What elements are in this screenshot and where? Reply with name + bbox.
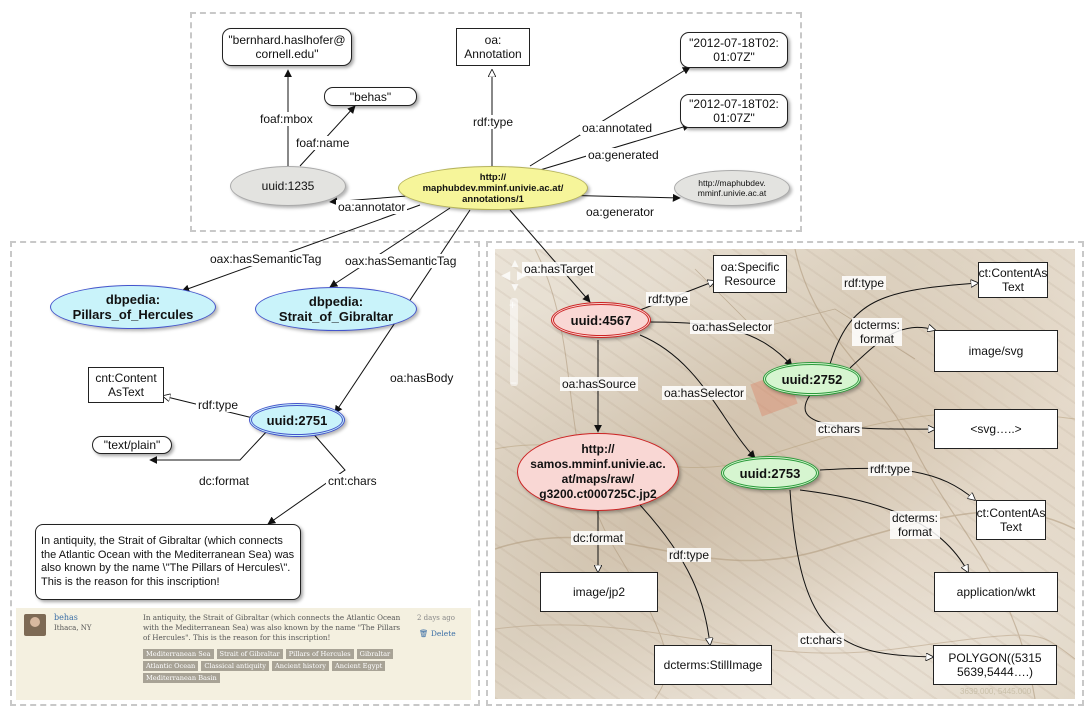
node-source[interactable]: http:// samos.mminf.univie.ac. at/maps/r… xyxy=(517,433,679,511)
node-behas: "behas" xyxy=(324,87,417,106)
label-rdf-type-body: rdf:type xyxy=(196,398,241,412)
label-oa-generated: oa:generated xyxy=(586,148,661,162)
comment-delete-label: Delete xyxy=(430,629,456,638)
label-oa-annotator: oa:annotator xyxy=(336,200,408,214)
node-email: "bernhard.haslhofer@ cornell.edu" xyxy=(222,28,352,66)
pan-down-icon[interactable]: ▼ xyxy=(509,280,521,294)
target-panel xyxy=(486,241,1084,706)
node-application-wkt: application/wkt xyxy=(934,572,1058,612)
node-uuid-2752: uuid:2752 xyxy=(763,362,861,396)
node-oa-annotation: oa: Annotation xyxy=(456,28,530,66)
map-coordinates: 3639.000, 5445.000 xyxy=(960,687,1032,696)
node-dbpedia-strait[interactable]: dbpedia: Strait_of_Gibraltar xyxy=(255,287,417,331)
node-uuid-2753: uuid:2753 xyxy=(721,456,819,490)
node-generator[interactable]: http://maphubdev. mminf.univie.ac.at xyxy=(674,170,790,206)
node-cnt-content-astext: cnt:Content AsText xyxy=(88,367,164,403)
tag[interactable]: Mediterranean Sea xyxy=(143,649,214,659)
comment-time: 2 days ago xyxy=(417,614,455,622)
node-svg-chars: <svg…..> xyxy=(934,409,1058,449)
node-ct-contentastext-2: ct:ContentAs Text xyxy=(976,500,1046,540)
label-oa-hassource: oa:hasSource xyxy=(560,377,639,391)
label-ct-chars-2753: ct:chars xyxy=(798,633,845,647)
node-uuid-1235: uuid:1235 xyxy=(230,166,346,206)
tag[interactable]: Ancient history xyxy=(272,661,329,671)
comment-text: In antiquity, the Strait of Gibraltar (w… xyxy=(143,613,401,642)
tag[interactable]: Ancient Egypt xyxy=(331,661,386,671)
comment-widget: behas Ithaca, NY In antiquity, the Strai… xyxy=(16,608,471,700)
node-uuid-4567: uuid:4567 xyxy=(551,302,651,338)
comment-delete-button[interactable]: 🗑 Delete xyxy=(419,629,456,638)
tag[interactable]: Atlantic Ocean xyxy=(143,661,199,671)
node-dcterms-stillimage: dcterms:StillImage xyxy=(654,645,772,685)
avatar[interactable] xyxy=(24,614,46,636)
node-dbpedia-pillars[interactable]: dbpedia: Pillars_of_Hercules xyxy=(50,285,216,329)
label-rdf-type-2753: rdf:type xyxy=(868,462,913,476)
label-dc-format: dc:format xyxy=(197,474,252,488)
label-oa-annotated: oa:annotated xyxy=(580,121,655,135)
label-dc-format-source: dc:format xyxy=(571,531,626,545)
label-rdf-type-2752: rdf:type xyxy=(842,276,887,290)
annotation-panel xyxy=(190,12,802,232)
node-oa-specific-resource: oa:Specific Resource xyxy=(713,255,787,293)
comment-location: Ithaca, NY xyxy=(54,624,92,632)
label-foaf-mbox: foaf:mbox xyxy=(258,112,315,126)
label-semantic-tag-1: oax:hasSemanticTag xyxy=(208,252,324,266)
label-oa-generator: oa:generator xyxy=(584,205,657,219)
comment-tags: Mediterranean Sea Strait of Gibraltar Pi… xyxy=(143,649,405,683)
map-zoom-control[interactable]: ▲ ◀ ▶ ▼ + − xyxy=(501,256,526,392)
tag[interactable]: Gibraltar xyxy=(356,649,394,659)
label-rdf-type-source: rdf:type xyxy=(667,548,712,562)
node-body-text: In antiquity, the Strait of Gibraltar (w… xyxy=(35,524,301,600)
label-oa-hasselector-2: oa:hasSelector xyxy=(662,386,747,400)
node-image-jp2: image/jp2 xyxy=(540,572,658,612)
pan-left-icon[interactable]: ◀ xyxy=(501,268,511,282)
label-dcterms-format-2753: dcterms: format xyxy=(890,511,941,539)
label-oa-hastarget: oa:hasTarget xyxy=(522,262,596,276)
tag[interactable]: Strait of Gibraltar xyxy=(216,649,283,659)
node-date-annotated: "2012-07-18T02: 01:07Z" xyxy=(680,32,788,68)
label-foaf-name: foaf:name xyxy=(294,136,352,150)
node-image-svg: image/svg xyxy=(934,330,1058,372)
node-text-plain: "text/plain" xyxy=(92,436,172,454)
node-date-generated: "2012-07-18T02: 01:07Z" xyxy=(680,94,788,128)
label-cnt-chars: cnt:chars xyxy=(326,474,379,488)
trash-icon: 🗑 xyxy=(419,629,429,638)
tag[interactable]: Pillars of Hercules xyxy=(285,649,354,659)
node-uuid-2751: uuid:2751 xyxy=(249,403,345,437)
zoom-slider[interactable] xyxy=(510,298,518,386)
zoom-out-icon[interactable]: − xyxy=(510,376,518,390)
label-dcterms-format-2752: dcterms: format xyxy=(852,318,903,346)
node-ct-contentastext-1: ct:ContentAs Text xyxy=(978,262,1048,298)
zoom-in-icon[interactable]: + xyxy=(509,298,517,312)
tag[interactable]: Classical antiquity xyxy=(201,661,269,671)
label-oa-hasbody: oa:hasBody xyxy=(388,371,456,385)
label-rdf-type-top: rdf:type xyxy=(471,115,516,129)
node-polygon: POLYGON((5315 5639,5444….) xyxy=(933,645,1057,685)
node-annotation[interactable]: http:// maphubdev.mminf.univie.ac.at/ an… xyxy=(398,166,588,210)
label-rdf-type-target: rdf:type xyxy=(646,292,691,306)
label-ct-chars-2752: ct:chars xyxy=(816,422,863,436)
label-semantic-tag-2: oax:hasSemanticTag xyxy=(343,254,459,268)
comment-user-link[interactable]: behas xyxy=(54,613,78,622)
tag[interactable]: Mediterranean Basin xyxy=(143,673,220,683)
label-oa-hasselector-1: oa:hasSelector xyxy=(690,320,775,334)
